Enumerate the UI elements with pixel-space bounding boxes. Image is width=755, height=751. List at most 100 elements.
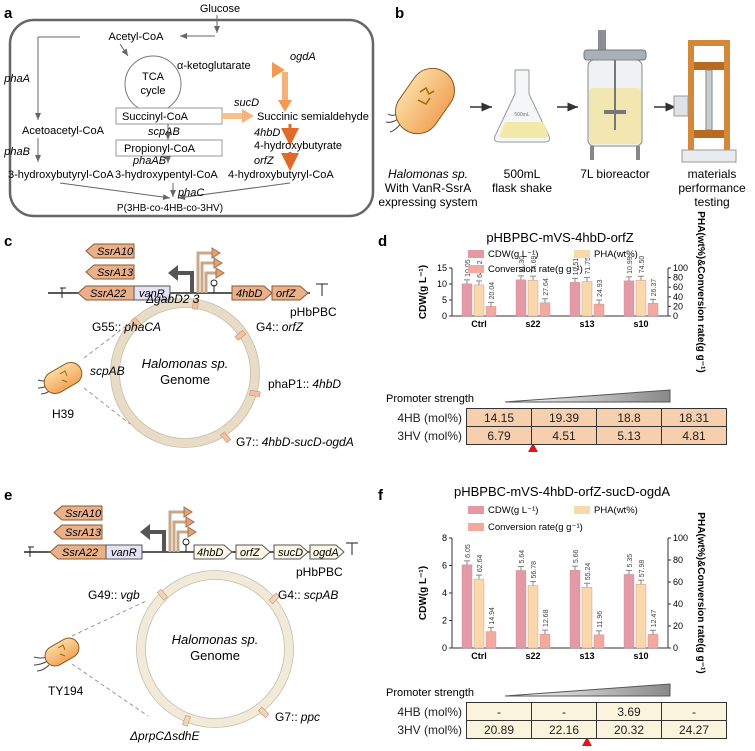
phaA-label: phaA bbox=[3, 73, 30, 85]
tca-label: TCA bbox=[142, 71, 165, 83]
flask-icon: 500mL bbox=[494, 69, 550, 143]
bar bbox=[539, 302, 551, 317]
x-tick-label: s13 bbox=[579, 319, 594, 329]
y2-tick-label: 100 bbox=[673, 533, 688, 543]
panel-d: d pHBPBC-mVS-4hbD-orfZ 05101502040608010… bbox=[378, 211, 706, 452]
panel-b: b Halomonas sp. With VanR-SsrA expressin… bbox=[378, 5, 746, 209]
y2-tick-label: 0 bbox=[673, 311, 678, 321]
legend-label: Conversion rate(g g⁻¹) bbox=[488, 264, 583, 275]
legend-swatch bbox=[574, 250, 590, 258]
locus-prpc: ΔprpCΔsdhE bbox=[129, 729, 200, 743]
glucose-label: Glucose bbox=[200, 3, 240, 15]
table-row: 3HV (mol%) 20.89 22.16 20.32 24.27 bbox=[392, 720, 727, 739]
bar bbox=[647, 303, 659, 317]
data-label: 11.96 bbox=[597, 611, 604, 628]
bar bbox=[515, 570, 527, 649]
strain-h39: H39 bbox=[52, 407, 74, 421]
composition-table-f: 4HB (mol%) - - 3.69 - 3HV (mol%) 20.89 2… bbox=[392, 702, 727, 739]
y2-tick-label: 60 bbox=[673, 282, 683, 292]
genome-circle-c bbox=[110, 298, 260, 448]
bioreactor-label: 7L bioreactor bbox=[580, 167, 650, 181]
bar bbox=[485, 306, 497, 317]
legend-swatch bbox=[574, 506, 590, 514]
sucD-gene-e: sucD bbox=[273, 544, 309, 560]
svg-text:vanR: vanR bbox=[111, 547, 137, 559]
sucD-label: sucD bbox=[234, 97, 259, 109]
svg-text:sucD: sucD bbox=[278, 547, 303, 559]
scpAB-label: scpAB bbox=[148, 126, 180, 138]
plasmid-label-e: pHbPBC bbox=[296, 565, 343, 579]
x-tick-label: s13 bbox=[579, 651, 594, 661]
testing-label: testing bbox=[694, 195, 729, 209]
flask-mark: 500mL bbox=[514, 112, 530, 118]
data-label: 10.99 bbox=[627, 256, 634, 274]
bar bbox=[647, 634, 659, 649]
genome-circle-e bbox=[136, 570, 294, 728]
x-tick-label: s10 bbox=[633, 319, 648, 329]
table-cell: - bbox=[531, 702, 597, 721]
y2-tick-label: 100 bbox=[673, 263, 688, 273]
bioreactor-icon bbox=[583, 30, 647, 160]
cell-gene-c: scpAB bbox=[90, 364, 125, 378]
data-label: 5.35 bbox=[627, 554, 634, 568]
bar bbox=[527, 585, 539, 649]
ssrA22-part: SsrA22 bbox=[77, 285, 135, 301]
locus-g49: G49::vgb bbox=[88, 588, 140, 602]
promoter-label: Promoter strength bbox=[386, 687, 474, 699]
cell-outline bbox=[8, 18, 375, 218]
y-tick-label: 15 bbox=[437, 263, 447, 273]
strain-ty194: TY194 bbox=[48, 684, 84, 698]
chart-title-d: pHBPBC-mVS-4hbD-orfZ bbox=[486, 230, 633, 245]
locus-phaP1: phaP1::4hbD bbox=[268, 377, 341, 391]
y-tick-label: 6 bbox=[442, 561, 447, 571]
table-cell: 20.89 bbox=[466, 720, 532, 739]
bar bbox=[635, 584, 647, 649]
ssrA10-part: SsrA10 bbox=[85, 243, 135, 259]
table-row: 3HV (mol%) 6.79 4.51 5.13 4.81 bbox=[392, 426, 727, 445]
svg-text:orfZ: orfZ bbox=[240, 547, 261, 559]
data-label: 62.64 bbox=[477, 554, 484, 572]
succinyl-coa-label: Succinyl-CoA bbox=[122, 111, 189, 123]
bar bbox=[569, 282, 581, 317]
y2-tick-label: 0 bbox=[673, 643, 678, 653]
y-tick-label: 10 bbox=[437, 279, 447, 289]
data-label: 12.47 bbox=[651, 610, 658, 628]
legend-label: Conversion rate(g g⁻¹) bbox=[488, 522, 583, 533]
bar bbox=[527, 279, 539, 317]
y2-tick-label: 20 bbox=[673, 621, 683, 631]
panel-label-e: e bbox=[4, 487, 12, 504]
orfZ-gene-c: orfZ bbox=[271, 285, 309, 301]
table-row: 4HB (mol%) - - 3.69 - bbox=[392, 702, 727, 721]
bar bbox=[581, 281, 593, 317]
bacterium-icon-c bbox=[37, 362, 83, 395]
y2-tick-label: 80 bbox=[673, 273, 683, 283]
table-row-label: 3HV (mol%) bbox=[397, 722, 462, 737]
svg-text:4hbD: 4hbD bbox=[236, 288, 262, 300]
svg-text:SsrA13: SsrA13 bbox=[97, 267, 134, 279]
table-cell: - bbox=[661, 702, 727, 721]
strain-label-b: Halomonas sp. bbox=[388, 167, 468, 181]
promoter-arrows-e bbox=[168, 506, 197, 552]
propionyl-coa-label: Propionyl-CoA bbox=[124, 143, 196, 155]
legend-swatch bbox=[468, 523, 484, 531]
svg-text:4hbD: 4hbD bbox=[197, 547, 223, 559]
bar bbox=[593, 634, 605, 649]
highlight-marker bbox=[582, 737, 592, 746]
y2-tick-label: 60 bbox=[673, 577, 683, 587]
data-label: 56.78 bbox=[531, 561, 538, 579]
panel-label-d: d bbox=[378, 233, 387, 250]
chart-title-f: pHBPBC-mVS-4hbD-orfZ-sucD-ogdA bbox=[454, 484, 670, 499]
bar bbox=[461, 564, 473, 649]
data-label: 24.93 bbox=[597, 279, 604, 297]
bar bbox=[473, 578, 485, 649]
data-label: 11.30 bbox=[519, 256, 526, 273]
ssrA13-part-e: SsrA13 bbox=[53, 524, 103, 540]
panel-label-b: b bbox=[395, 5, 404, 22]
vanR-gene: vanR bbox=[133, 285, 171, 301]
promoter-label: Promoter strength bbox=[386, 393, 474, 405]
locus-g7-c: G7::4hbD-sucD-ogdA bbox=[236, 435, 354, 449]
table-cell: 22.16 bbox=[531, 720, 597, 739]
y2-tick-label: 20 bbox=[673, 301, 683, 311]
